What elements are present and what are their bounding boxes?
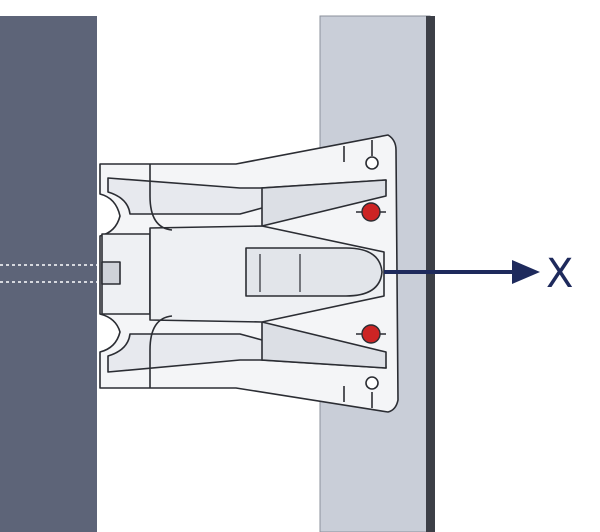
left-nub — [101, 261, 121, 285]
slot — [245, 247, 383, 297]
top-pin — [343, 140, 379, 170]
top-arch — [149, 195, 173, 231]
top-wedge — [261, 179, 387, 227]
top-red-marker — [356, 202, 386, 222]
bottom-arch — [149, 315, 173, 351]
left-wall — [0, 16, 97, 532]
top-red-dot — [361, 202, 381, 222]
top-pin-hole — [365, 156, 379, 170]
bottom-red-marker — [356, 324, 386, 344]
x-arrow-label: X — [546, 251, 573, 297]
bottom-wedge — [261, 321, 387, 369]
bottom-pin-hole — [365, 376, 379, 390]
bracket-part — [99, 134, 399, 413]
bottom-pin — [343, 376, 379, 408]
x-arrow-head — [512, 260, 540, 284]
bottom-red-dot — [361, 324, 381, 344]
